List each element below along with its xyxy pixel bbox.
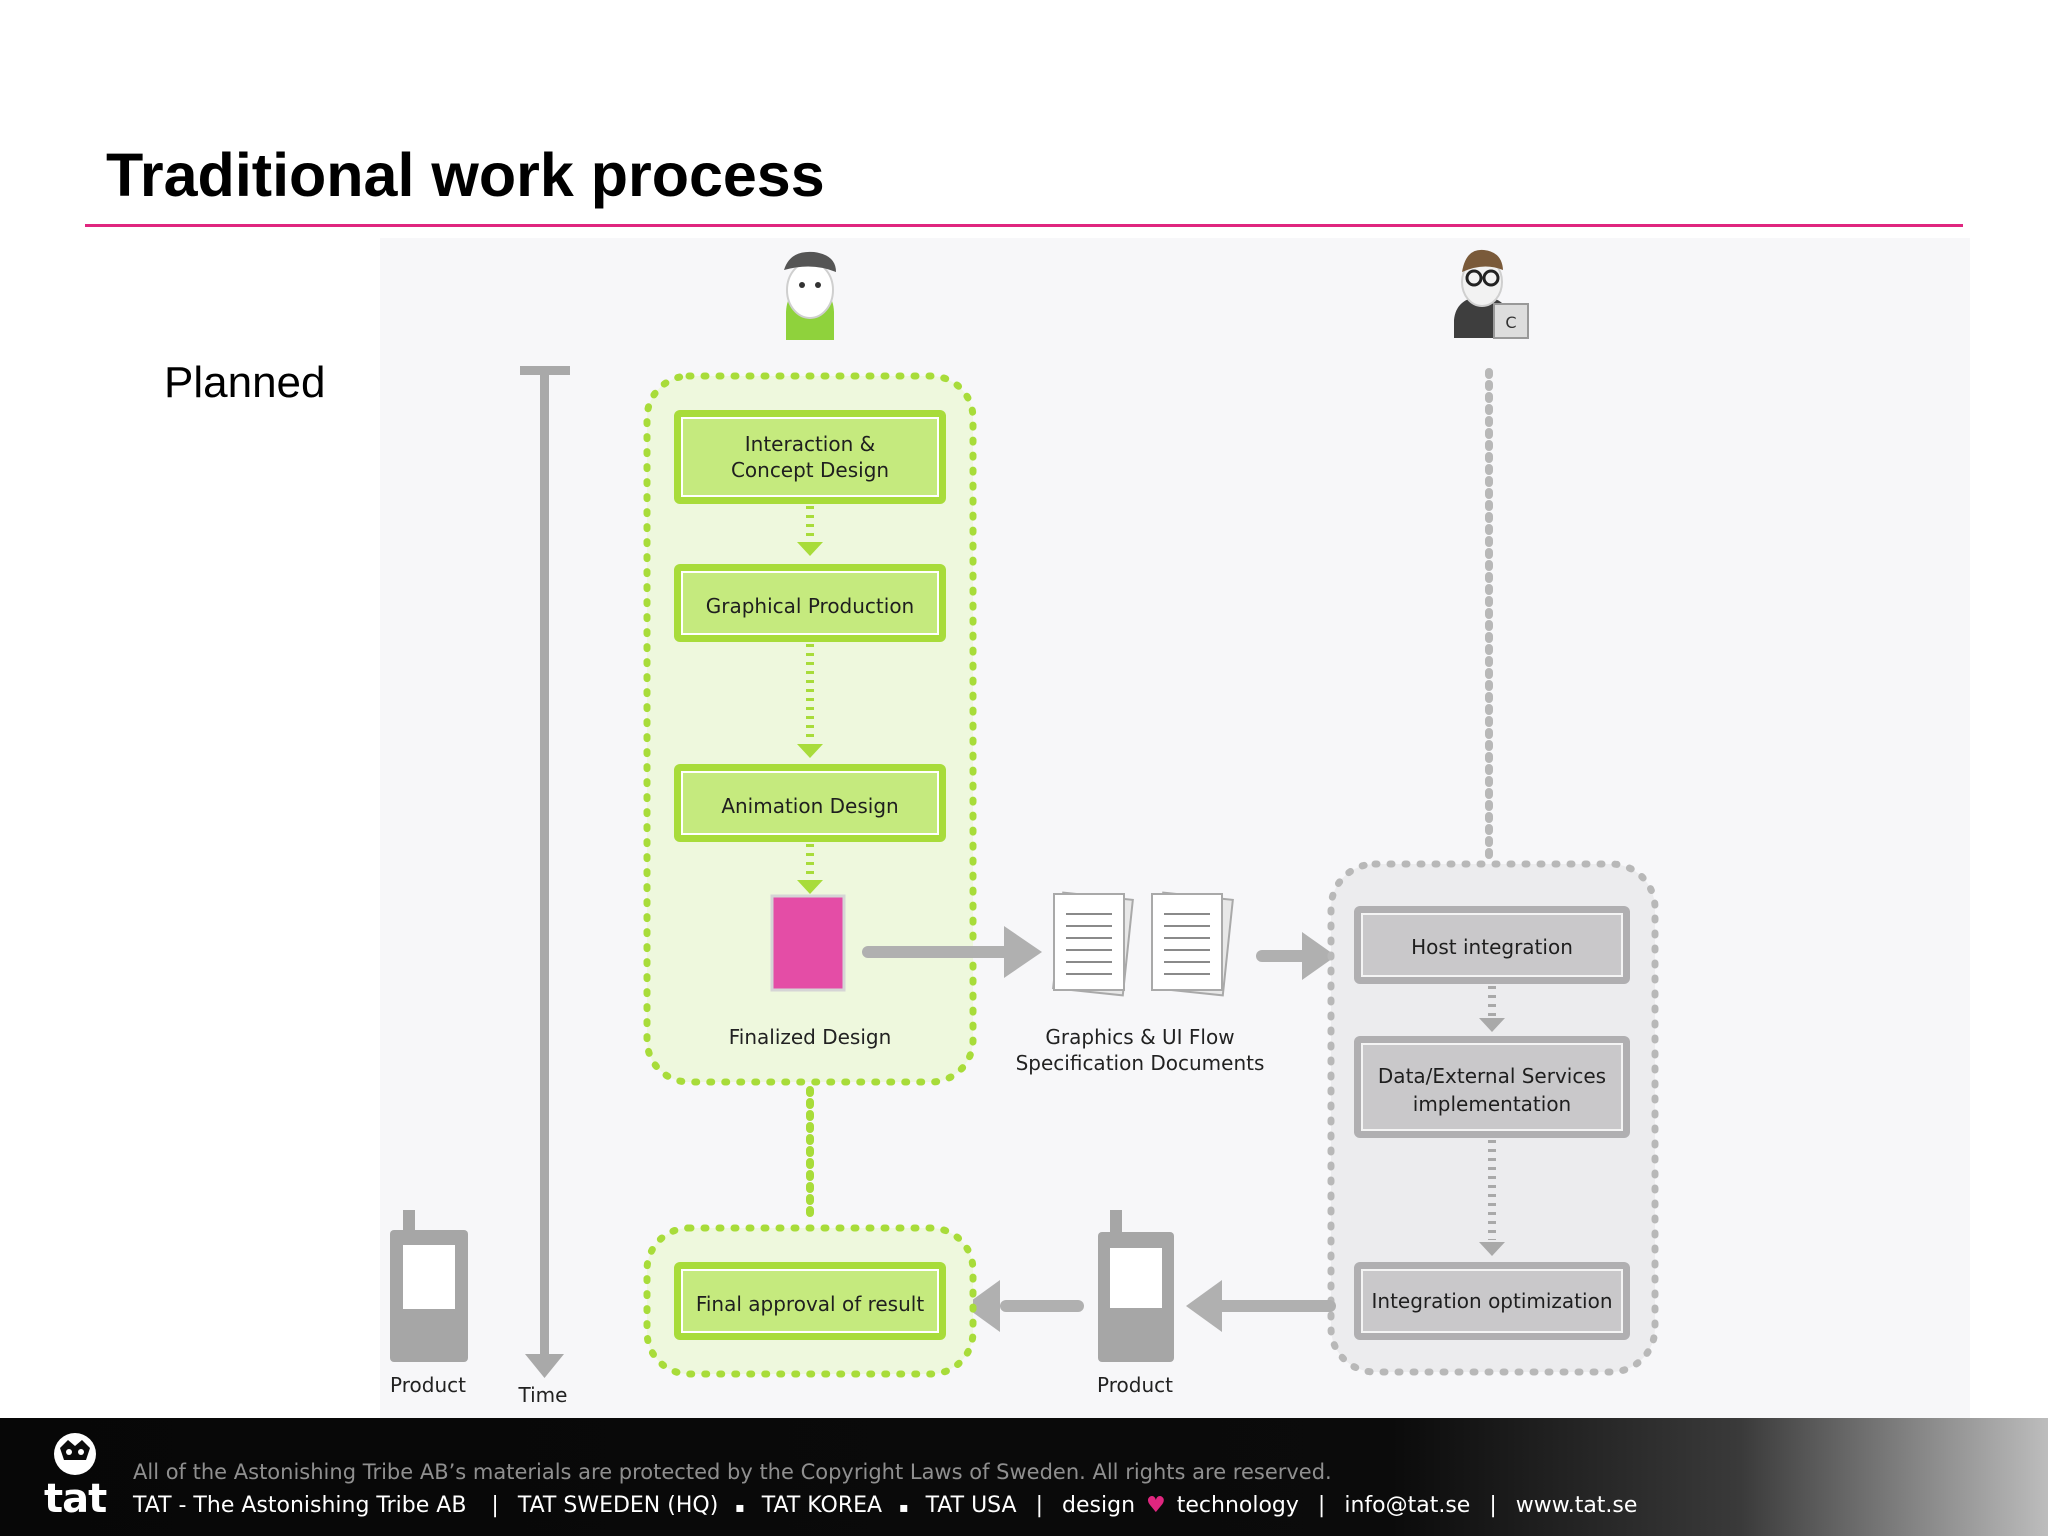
spec-docs-label: Graphics & UI Flow xyxy=(1045,1025,1234,1049)
svg-text:implementation: implementation xyxy=(1413,1092,1571,1116)
page-title: Traditional work process xyxy=(106,141,825,209)
footer-tagline-tech: technology xyxy=(1176,1493,1299,1518)
document-icon xyxy=(1151,891,1234,997)
product-left: Product xyxy=(390,1210,468,1397)
design-step-animation: Animation Design xyxy=(674,764,946,842)
product-mid-label: Product xyxy=(1097,1373,1173,1397)
document-icon xyxy=(1052,891,1134,997)
svg-text:C: C xyxy=(1505,313,1516,332)
dev-arrowheads xyxy=(1479,1018,1505,1256)
footer-links: TAT - The Astonishing Tribe AB | TAT SWE… xyxy=(133,1493,1637,1518)
footer-logo-text: tat xyxy=(44,1476,107,1522)
footer-tagline-design: design xyxy=(1062,1493,1136,1518)
final-approval-step: Final approval of result xyxy=(674,1262,946,1340)
footer-separator: | xyxy=(1035,1493,1044,1518)
developer-avatar-icon: C xyxy=(1454,249,1529,339)
finalized-design-icon xyxy=(770,894,846,992)
dev-step-host: Host integration xyxy=(1354,906,1630,984)
phone-icon xyxy=(1098,1210,1174,1362)
finalized-design-label: Finalized Design xyxy=(729,1025,892,1049)
footer-separator: | xyxy=(1317,1493,1326,1518)
tat-logo-icon xyxy=(54,1433,96,1475)
dev-step-data: Data/External Services implementation xyxy=(1354,1036,1630,1138)
arrow-to-approval xyxy=(964,1280,1084,1332)
footer-website-link[interactable]: www.tat.se xyxy=(1515,1493,1638,1518)
product-left-label: Product xyxy=(390,1373,466,1397)
time-axis-line xyxy=(540,366,549,1354)
svg-text:Animation Design: Animation Design xyxy=(721,794,898,818)
footer-office-usa: TAT USA xyxy=(925,1493,1017,1518)
footer: tat All of the Astonishing Tribe AB’s ma… xyxy=(0,1418,2048,1536)
planned-label: Planned xyxy=(164,358,326,407)
process-diagram: Time Product C xyxy=(390,249,1659,1407)
footer-office-korea: TAT KOREA xyxy=(761,1493,883,1518)
spec-docs-label: Specification Documents xyxy=(1016,1051,1265,1075)
svg-text:Concept Design: Concept Design xyxy=(731,458,889,482)
svg-text:Graphical Production: Graphical Production xyxy=(706,594,914,618)
footer-copyright: All of the Astonishing Tribe AB’s materi… xyxy=(133,1460,1332,1484)
footer-separator: | xyxy=(1489,1493,1497,1518)
product-mid: Product xyxy=(1097,1210,1174,1397)
footer-office-sweden: TAT SWEDEN (HQ) xyxy=(517,1493,719,1518)
design-phase-container xyxy=(643,372,977,1086)
footer-separator: | xyxy=(491,1493,499,1518)
footer-company: TAT - The Astonishing Tribe AB xyxy=(133,1493,467,1518)
footer-email-link[interactable]: info@tat.se xyxy=(1344,1493,1471,1518)
arrow-to-dev xyxy=(1256,932,1336,980)
svg-text:Data/External Services: Data/External Services xyxy=(1378,1064,1606,1088)
title-divider xyxy=(85,224,1963,227)
design-step-graphical: Graphical Production xyxy=(674,564,946,642)
designer-avatar-icon xyxy=(784,251,836,340)
footer-dot: ▪ xyxy=(899,1500,909,1516)
arrow-to-product xyxy=(1186,1280,1336,1332)
heart-icon: ♥ xyxy=(1146,1493,1166,1518)
time-axis: Time xyxy=(518,366,570,1407)
svg-text:Interaction &: Interaction & xyxy=(745,432,875,456)
arrow-to-docs xyxy=(862,926,1042,978)
phone-icon xyxy=(390,1210,468,1362)
design-step-concept: Interaction & Concept Design xyxy=(674,410,946,504)
svg-text:Integration optimization: Integration optimization xyxy=(1372,1289,1613,1313)
svg-text:Final approval of result: Final approval of result xyxy=(696,1292,924,1316)
design-arrowheads xyxy=(797,542,823,894)
time-label: Time xyxy=(518,1383,568,1407)
footer-dot: ▪ xyxy=(735,1500,745,1516)
time-axis-arrowhead xyxy=(525,1354,564,1378)
svg-text:Host integration: Host integration xyxy=(1411,935,1573,959)
dev-step-optimization: Integration optimization xyxy=(1354,1262,1630,1340)
